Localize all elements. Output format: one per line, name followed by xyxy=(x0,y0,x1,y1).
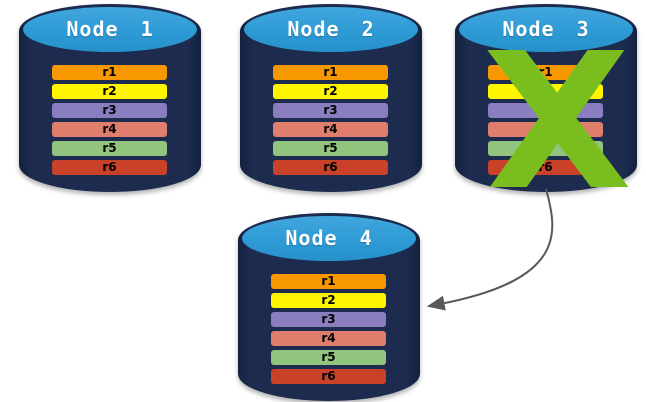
replica-row-r2: r2 xyxy=(52,84,167,99)
node-4-cylinder: Node 4 r1 r2 r3 r4 r5 r6 xyxy=(238,213,420,401)
node-4-cylinder-top: Node 4 xyxy=(242,216,416,261)
replica-row-r1: r1 xyxy=(488,65,603,80)
replica-row-r1: r1 xyxy=(273,65,388,80)
node-3-label: Node 3 xyxy=(502,16,590,41)
node-4-replica-rows: r1 r2 r3 r4 r5 r6 xyxy=(271,274,386,388)
replica-row-r5: r5 xyxy=(271,350,386,365)
replica-row-r2: r2 xyxy=(271,293,386,308)
node-2-label: Node 2 xyxy=(287,16,375,41)
replica-row-r6: r6 xyxy=(52,160,167,175)
replica-row-r6: r6 xyxy=(271,369,386,384)
node-3-cylinder-top: Node 3 xyxy=(459,7,633,52)
replica-row-r4: r4 xyxy=(488,122,603,137)
replica-row-r3: r3 xyxy=(488,103,603,118)
node-2-cylinder: Node 2 r1 r2 r3 r4 r5 r6 xyxy=(240,4,422,192)
replica-row-r1: r1 xyxy=(52,65,167,80)
node-1-cylinder: Node 1 r1 r2 r3 r4 r5 r6 xyxy=(19,4,201,192)
replica-row-r5: r5 xyxy=(488,141,603,156)
replica-row-r4: r4 xyxy=(273,122,388,137)
replica-row-r2: r2 xyxy=(488,84,603,99)
replica-row-r4: r4 xyxy=(52,122,167,137)
node-1-replica-rows: r1 r2 r3 r4 r5 r6 xyxy=(52,65,167,179)
replica-row-r5: r5 xyxy=(273,141,388,156)
replica-row-r5: r5 xyxy=(52,141,167,156)
replica-row-r3: r3 xyxy=(271,312,386,327)
replica-row-r3: r3 xyxy=(273,103,388,118)
replica-row-r3: r3 xyxy=(52,103,167,118)
failover-arrow xyxy=(426,188,554,311)
replica-row-r2: r2 xyxy=(273,84,388,99)
replica-row-r4: r4 xyxy=(271,331,386,346)
node-3-cylinder: Node 3 r1 r2 r3 r4 r5 r6 xyxy=(455,4,637,192)
replica-row-r6: r6 xyxy=(488,160,603,175)
node-1-cylinder-top: Node 1 xyxy=(23,7,197,52)
node-2-cylinder-top: Node 2 xyxy=(244,7,418,52)
node-1-label: Node 1 xyxy=(66,16,154,41)
node-2-replica-rows: r1 r2 r3 r4 r5 r6 xyxy=(273,65,388,179)
replica-row-r1: r1 xyxy=(271,274,386,289)
node-3-replica-rows: r1 r2 r3 r4 r5 r6 xyxy=(488,65,603,179)
node-4-label: Node 4 xyxy=(285,225,373,250)
replica-row-r6: r6 xyxy=(273,160,388,175)
